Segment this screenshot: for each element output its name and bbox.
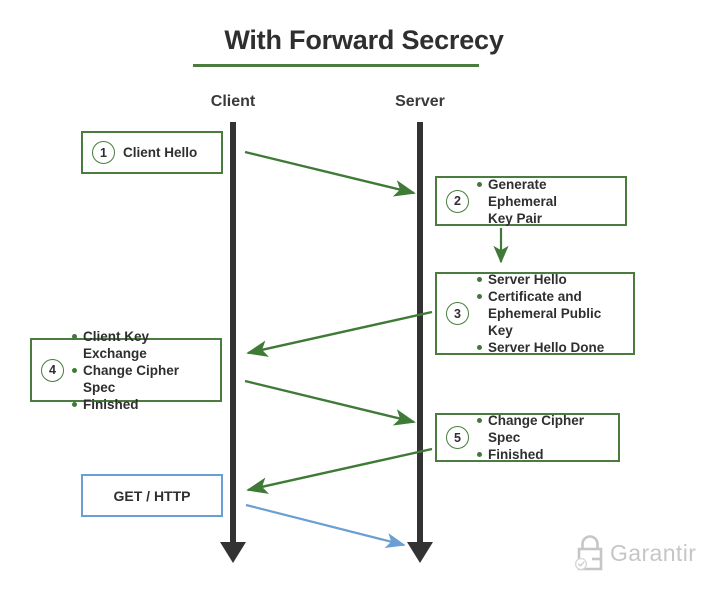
- step-line: Finished: [477, 446, 612, 463]
- step-line: Finished: [72, 396, 214, 413]
- title-underline: [193, 64, 479, 67]
- lifeline-client: [230, 122, 236, 545]
- step-content-5: Change Cipher Spec Finished: [477, 412, 618, 463]
- step-line: Server Hello: [477, 271, 627, 288]
- get-http-label: GET / HTTP: [113, 487, 191, 504]
- step-bullets-4: Client Key Exchange Change Cipher Spec F…: [72, 328, 214, 413]
- step-badge-5: 5: [446, 426, 469, 449]
- get-http-arrow: [245, 503, 406, 549]
- lifeline-server: [417, 122, 423, 545]
- step-line: Change Cipher Spec: [72, 362, 214, 396]
- step-badge-4: 4: [41, 358, 64, 382]
- step-line: Client Hello: [123, 145, 198, 160]
- step-line: Client Key Exchange: [72, 328, 214, 362]
- step-box-1[interactable]: 1 Client Hello: [81, 131, 223, 174]
- step-box-2[interactable]: 2 Generate Ephemeral Key Pair: [435, 176, 627, 226]
- lifeline-arrowhead-server: [407, 542, 433, 563]
- step-line: Change Cipher Spec: [477, 412, 612, 446]
- logo-text: Garantir: [610, 539, 697, 566]
- step-line: Certificate and: [477, 288, 627, 305]
- step-content-3: Server Hello Certificate and Ephemeral P…: [477, 271, 633, 356]
- step-box-3[interactable]: 3 Server Hello Certificate and Ephemeral…: [435, 272, 635, 355]
- page-title: With Forward Secrecy: [224, 25, 504, 55]
- step-bullets-2: Generate Ephemeral Key Pair: [477, 176, 619, 227]
- client-key-exchange-arrow: [244, 379, 416, 426]
- step-box-get-http[interactable]: GET / HTTP: [81, 474, 223, 517]
- column-header-client: Client: [210, 93, 256, 110]
- server-hello-arrow: [246, 310, 433, 357]
- change-cipher-spec-arrow: [246, 447, 433, 494]
- padlock-check-icon: [574, 535, 603, 571]
- step-content-1: Client Hello: [123, 145, 221, 160]
- step-content-2: Generate Ephemeral Key Pair: [477, 176, 625, 227]
- step-line: Key Pair: [488, 210, 543, 226]
- column-header-server: Server: [395, 93, 445, 110]
- step-line: Ephemeral Public Key: [488, 306, 602, 338]
- lifeline-arrowhead-client: [220, 542, 246, 563]
- client-hello-arrow: [244, 150, 416, 197]
- step-badge-1: 1: [92, 141, 115, 164]
- step-content-4: Client Key Exchange Change Cipher Spec F…: [72, 328, 220, 413]
- step-box-5[interactable]: 5 Change Cipher Spec Finished: [435, 413, 620, 462]
- step-line: Server Hello Done: [477, 339, 627, 356]
- step-bullets-3: Server Hello Certificate and Ephemeral P…: [477, 271, 627, 356]
- step-bullets-5: Change Cipher Spec Finished: [477, 412, 612, 463]
- step-badge-2: 2: [446, 189, 469, 213]
- garantir-logo: Garantir: [573, 533, 696, 573]
- step-badge-3: 3: [446, 302, 469, 325]
- step-line: Generate Ephemeral: [477, 176, 619, 210]
- step-box-4[interactable]: 4 Client Key Exchange Change Cipher Spec…: [30, 329, 222, 412]
